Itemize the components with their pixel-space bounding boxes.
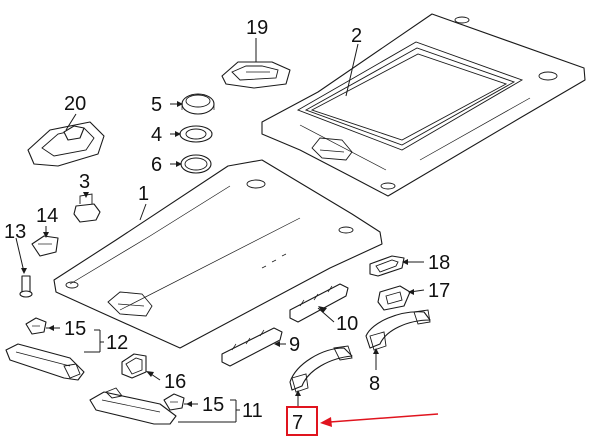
callout-13: 13 xyxy=(4,221,26,243)
highlight-arrow xyxy=(329,413,439,423)
vanity-mirror-part-16 xyxy=(121,353,147,379)
callout-7-highlight-box xyxy=(286,406,318,436)
callout-11: 11 xyxy=(242,400,263,422)
callout-12: 12 xyxy=(106,332,128,354)
sun-visor-part-12 xyxy=(5,343,85,381)
sun-visor-part-11 xyxy=(89,387,177,425)
screw-part-13 xyxy=(19,275,33,298)
callout-3: 3 xyxy=(79,171,90,193)
ring-seal-part-4 xyxy=(179,125,213,143)
callout-15-upper: 15 xyxy=(64,318,86,340)
retainer-part-17 xyxy=(377,285,411,311)
callout-9: 9 xyxy=(289,334,300,356)
visor-clip-part-15-lower xyxy=(163,393,185,411)
callout-labels: 1 2 3 4 5 6 7 8 9 10 11 12 13 14 15 15 1… xyxy=(4,17,450,434)
callout-5: 5 xyxy=(151,94,162,116)
callout-14: 14 xyxy=(36,205,58,227)
highlight-arrowhead xyxy=(320,417,332,427)
callout-2: 2 xyxy=(351,25,362,47)
lamp-lens-part-18 xyxy=(369,255,405,277)
control-module-part-20 xyxy=(27,121,105,167)
highlight-part-7 xyxy=(286,406,439,436)
callout-15-lower: 15 xyxy=(202,394,224,416)
callout-1: 1 xyxy=(138,183,149,205)
rail-part-10 xyxy=(289,283,349,323)
callout-10: 10 xyxy=(336,313,358,335)
bracket-part-14 xyxy=(31,235,59,257)
callout-20: 20 xyxy=(64,93,86,115)
headliner-sunroof-part xyxy=(261,13,586,197)
clip-part-3 xyxy=(73,193,101,223)
overhead-console-part-19 xyxy=(221,61,291,89)
callout-18: 18 xyxy=(428,252,450,274)
headliner-main-part xyxy=(53,159,383,349)
callout-8: 8 xyxy=(369,373,380,395)
ring-seal-part-6 xyxy=(180,154,212,174)
callout-17: 17 xyxy=(428,280,450,302)
visor-clip-part-15-upper xyxy=(25,317,47,335)
leader-arrowheads xyxy=(21,101,414,407)
callout-4: 4 xyxy=(151,124,162,146)
rail-part-9 xyxy=(221,327,283,367)
callout-6: 6 xyxy=(151,154,162,176)
callout-7: 7 xyxy=(292,412,303,434)
ring-seal-part-5 xyxy=(181,93,215,115)
callout-16: 16 xyxy=(164,371,186,393)
grab-handle-part-7 xyxy=(289,345,353,393)
callout-19: 19 xyxy=(246,17,268,39)
grab-handle-part-8 xyxy=(365,309,431,351)
